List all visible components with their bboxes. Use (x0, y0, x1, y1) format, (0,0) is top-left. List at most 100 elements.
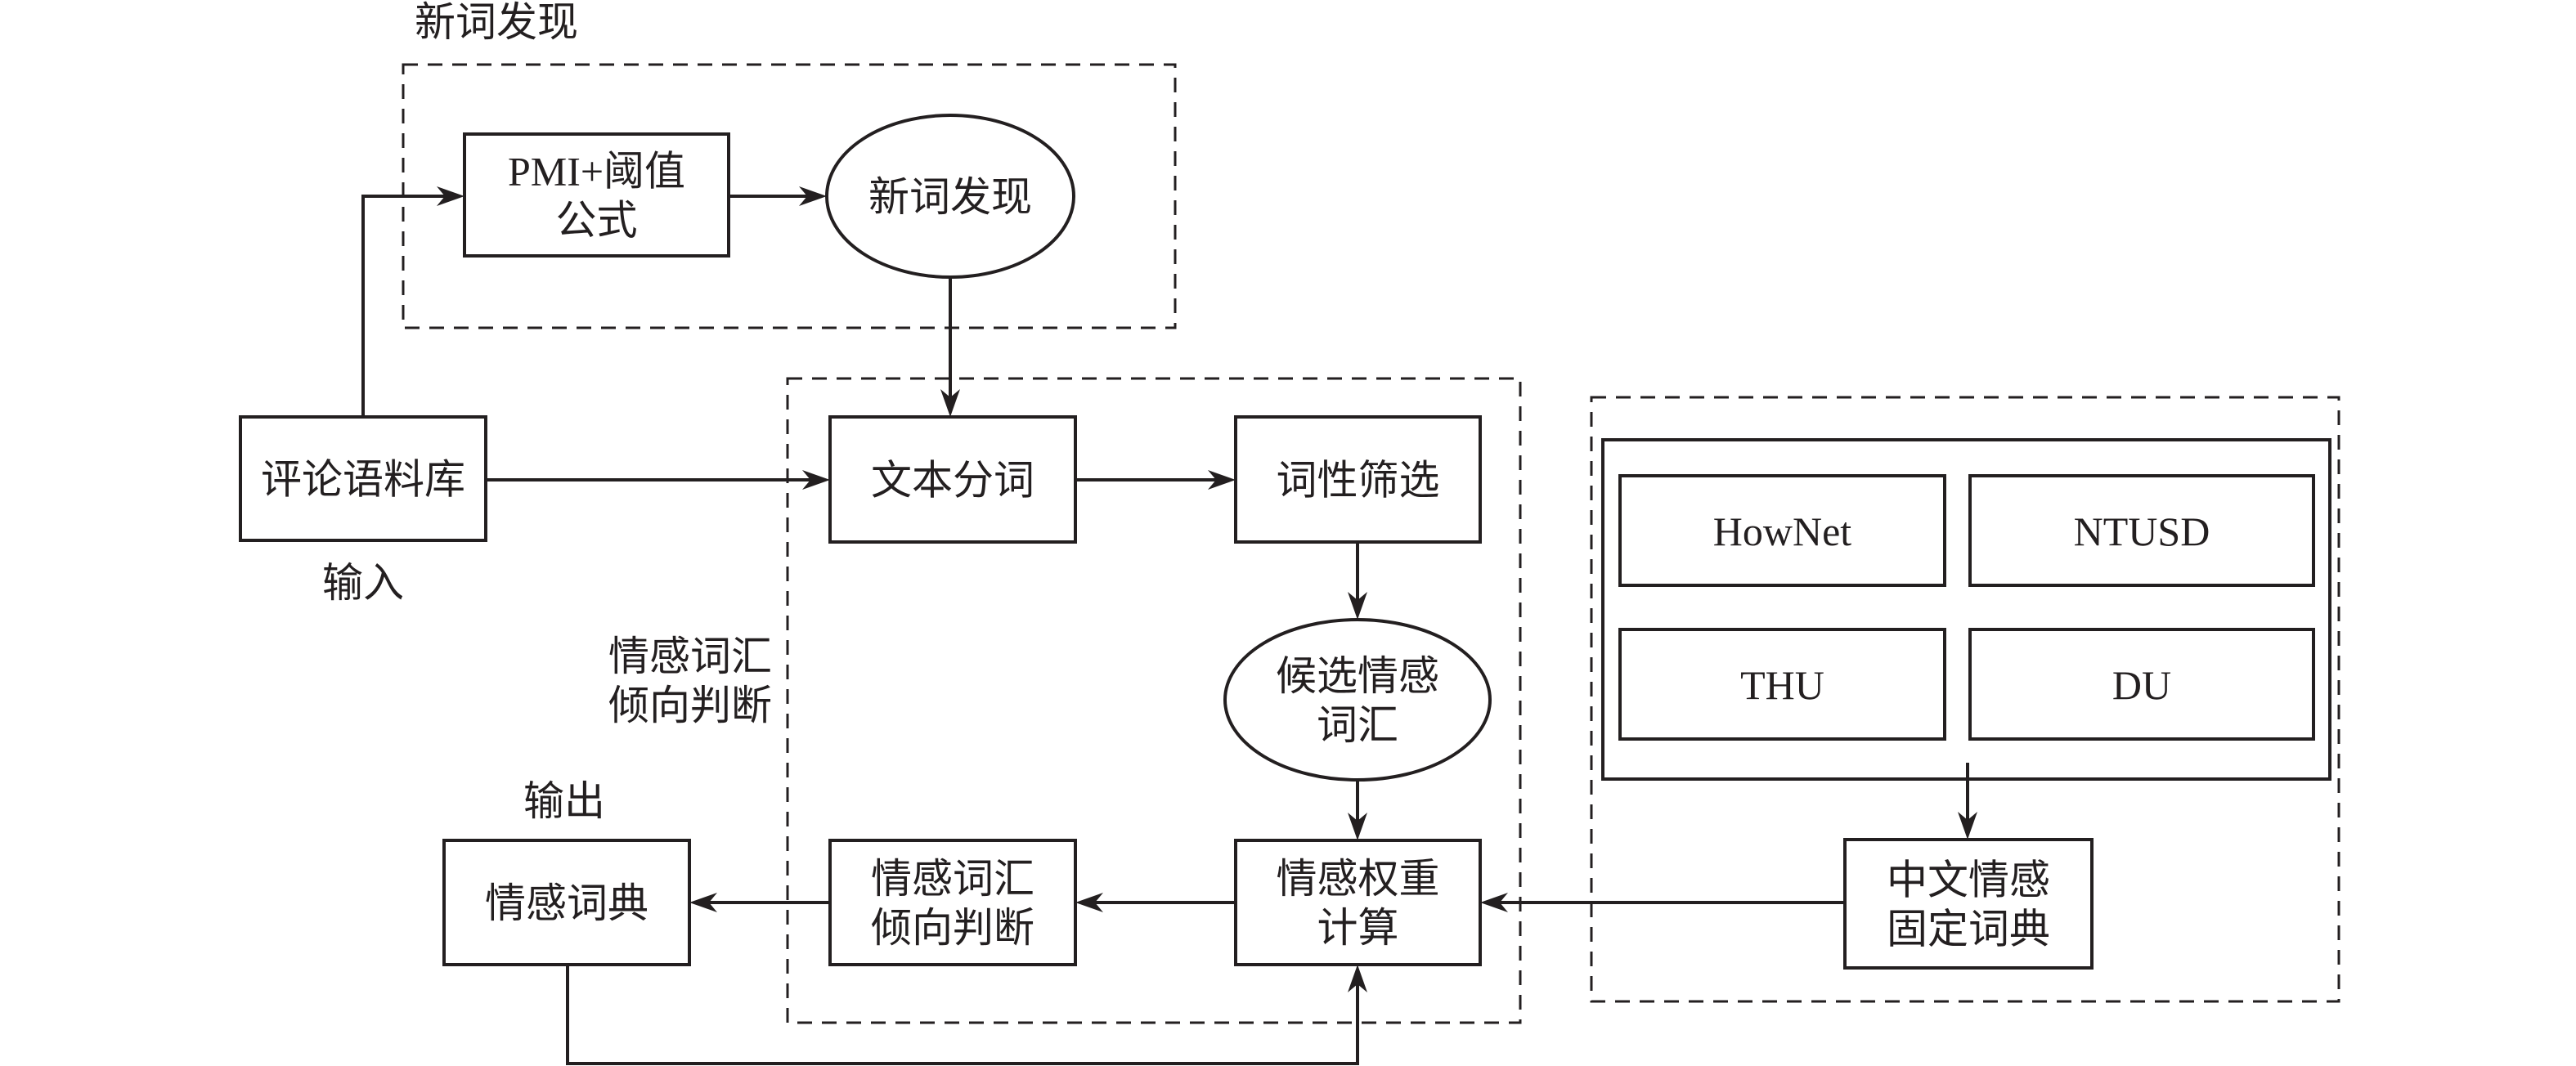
node-label: 词性筛选 (1277, 457, 1440, 504)
group-label: 情感词汇倾向判断 (608, 633, 772, 729)
node-label-line: 固定词典 (1887, 906, 2050, 953)
node-label-line: PMI+阈值 (508, 149, 685, 195)
rect-shape (463, 132, 730, 258)
input-label: 输入 (322, 559, 404, 607)
node-label-line: 文本分词 (871, 457, 1034, 504)
rect-shape (1618, 628, 1946, 741)
node-label: 情感权重计算 (1277, 855, 1440, 952)
edge-candidate-words-to-weight-calc (1348, 780, 1367, 840)
rect-shape (1968, 474, 2315, 587)
node-label-line: 情感权重 (1277, 855, 1440, 903)
node-thu[interactable]: THU (1618, 628, 1946, 741)
node-label-line: 词性筛选 (1277, 457, 1440, 504)
node-label-line: 公式 (556, 198, 638, 244)
arrowhead-icon (1075, 893, 1103, 912)
node-label: 新词发现 (868, 173, 1032, 221)
arrowhead-icon (1348, 592, 1367, 620)
arrowhead-icon (689, 893, 717, 912)
node-label-line: 候选情感 (1276, 652, 1439, 700)
rect-shape (239, 415, 487, 542)
node-ntusd[interactable]: NTUSD (1968, 474, 2315, 587)
node-hownet[interactable]: HowNet (1618, 474, 1946, 587)
group-label: 新词发现 (415, 0, 578, 46)
connector-line (566, 965, 1359, 1065)
node-label: PMI+阈值公式 (508, 149, 685, 244)
rect-shape (1618, 474, 1946, 587)
arrowhead-icon (1208, 470, 1236, 490)
arrowhead-icon (437, 186, 464, 206)
edge-weight-calc-to-polarity-judgement (1075, 893, 1236, 912)
node-candidate-words[interactable]: 候选情感词汇 (1223, 618, 1492, 782)
node-label: 情感词汇倾向判断 (871, 855, 1034, 952)
node-label: 中文情感固定词典 (1887, 857, 2050, 953)
node-text-segmentation[interactable]: 文本分词 (828, 415, 1077, 544)
edge-new-word-node-to-text-segmentation (940, 277, 960, 417)
node-polarity-judgement[interactable]: 情感词汇倾向判断 (828, 839, 1077, 966)
arrowhead-icon (799, 186, 827, 206)
node-label-line: 评论语料库 (261, 456, 465, 504)
edge-pmi-threshold-to-new-word-node (729, 186, 827, 206)
rect-shape (1234, 839, 1482, 966)
node-label-line: 计算 (1317, 904, 1399, 952)
node-label: NTUSD (2074, 508, 2210, 554)
rect-shape (828, 839, 1077, 966)
arrowhead-icon (802, 470, 830, 490)
group-label-line: 倾向判断 (608, 682, 772, 729)
rect-shape (442, 839, 691, 966)
ellipse-shape (825, 114, 1075, 279)
node-label-line: 情感词典 (485, 880, 648, 927)
node-label: HowNet (1713, 508, 1852, 554)
node-label-line: THU (1740, 662, 1824, 708)
arrowhead-icon (1348, 965, 1367, 992)
node-pos-filter[interactable]: 词性筛选 (1234, 415, 1482, 544)
node-label: 候选情感词汇 (1276, 652, 1439, 749)
node-pmi-threshold[interactable]: PMI+阈值公式 (463, 132, 730, 258)
node-review-corpus[interactable]: 评论语料库 (239, 415, 487, 542)
rect-shape (828, 415, 1077, 544)
group-label-line: 新词发现 (415, 0, 578, 46)
arrowhead-icon (1480, 893, 1508, 912)
edge-layer (361, 186, 1977, 1065)
edge-review-corpus-to-pmi-threshold (361, 186, 464, 417)
edge-chinese-fixed-lexicon-to-weight-calc (1480, 893, 1845, 912)
edge-review-corpus-to-text-segmentation (486, 470, 830, 490)
node-label-line: 词汇 (1317, 701, 1398, 749)
node-label-line: NTUSD (2074, 508, 2210, 554)
node-label-line: HowNet (1713, 508, 1852, 554)
node-label: 情感词典 (485, 880, 648, 927)
node-label-line: DU (2112, 662, 2171, 708)
node-chinese-fixed-lexicon[interactable]: 中文情感固定词典 (1843, 838, 2094, 970)
arrowhead-icon (940, 389, 960, 417)
node-label-line: 情感词汇 (871, 855, 1034, 903)
dashed-boundary (1590, 396, 2340, 1003)
node-weight-calc[interactable]: 情感权重计算 (1234, 839, 1482, 966)
group-sentiment-processing: 情感词汇倾向判断 (608, 377, 1522, 1024)
edge-polarity-judgement-to-sentiment-dictionary (689, 893, 830, 912)
edge-text-segmentation-to-pos-filter (1075, 470, 1236, 490)
output-label: 输出 (523, 777, 605, 825)
node-label: 评论语料库 (261, 456, 465, 504)
node-label: THU (1740, 662, 1824, 708)
edge-sentiment-dictionary-to-weight-calc (566, 965, 1367, 1065)
rect-shape (1234, 415, 1482, 544)
node-layer: PMI+阈值公式新词发现评论语料库文本分词词性筛选候选情感词汇情感权重计算情感词… (239, 114, 2315, 970)
node-sentiment-dictionary[interactable]: 情感词典 (442, 839, 691, 966)
edge-pos-filter-to-candidate-words (1348, 542, 1367, 620)
group-label-line: 情感词汇 (608, 633, 772, 680)
node-du[interactable]: DU (1968, 628, 2315, 741)
node-new-word-node[interactable]: 新词发现 (825, 114, 1075, 279)
group-fixed-lexicon-group (1590, 396, 2340, 1003)
dashed-boundary (786, 377, 1522, 1024)
rect-shape (1843, 838, 2094, 970)
connector-line (361, 195, 445, 417)
node-label-line: 倾向判断 (871, 904, 1034, 952)
arrowhead-icon (1958, 812, 1977, 840)
rect-shape (1968, 628, 2315, 741)
node-label-line: 新词发现 (868, 173, 1032, 221)
ellipse-shape (1223, 618, 1492, 782)
node-label: 文本分词 (871, 457, 1034, 504)
arrowhead-icon (1348, 813, 1367, 840)
node-label-line: 中文情感 (1887, 857, 2050, 904)
